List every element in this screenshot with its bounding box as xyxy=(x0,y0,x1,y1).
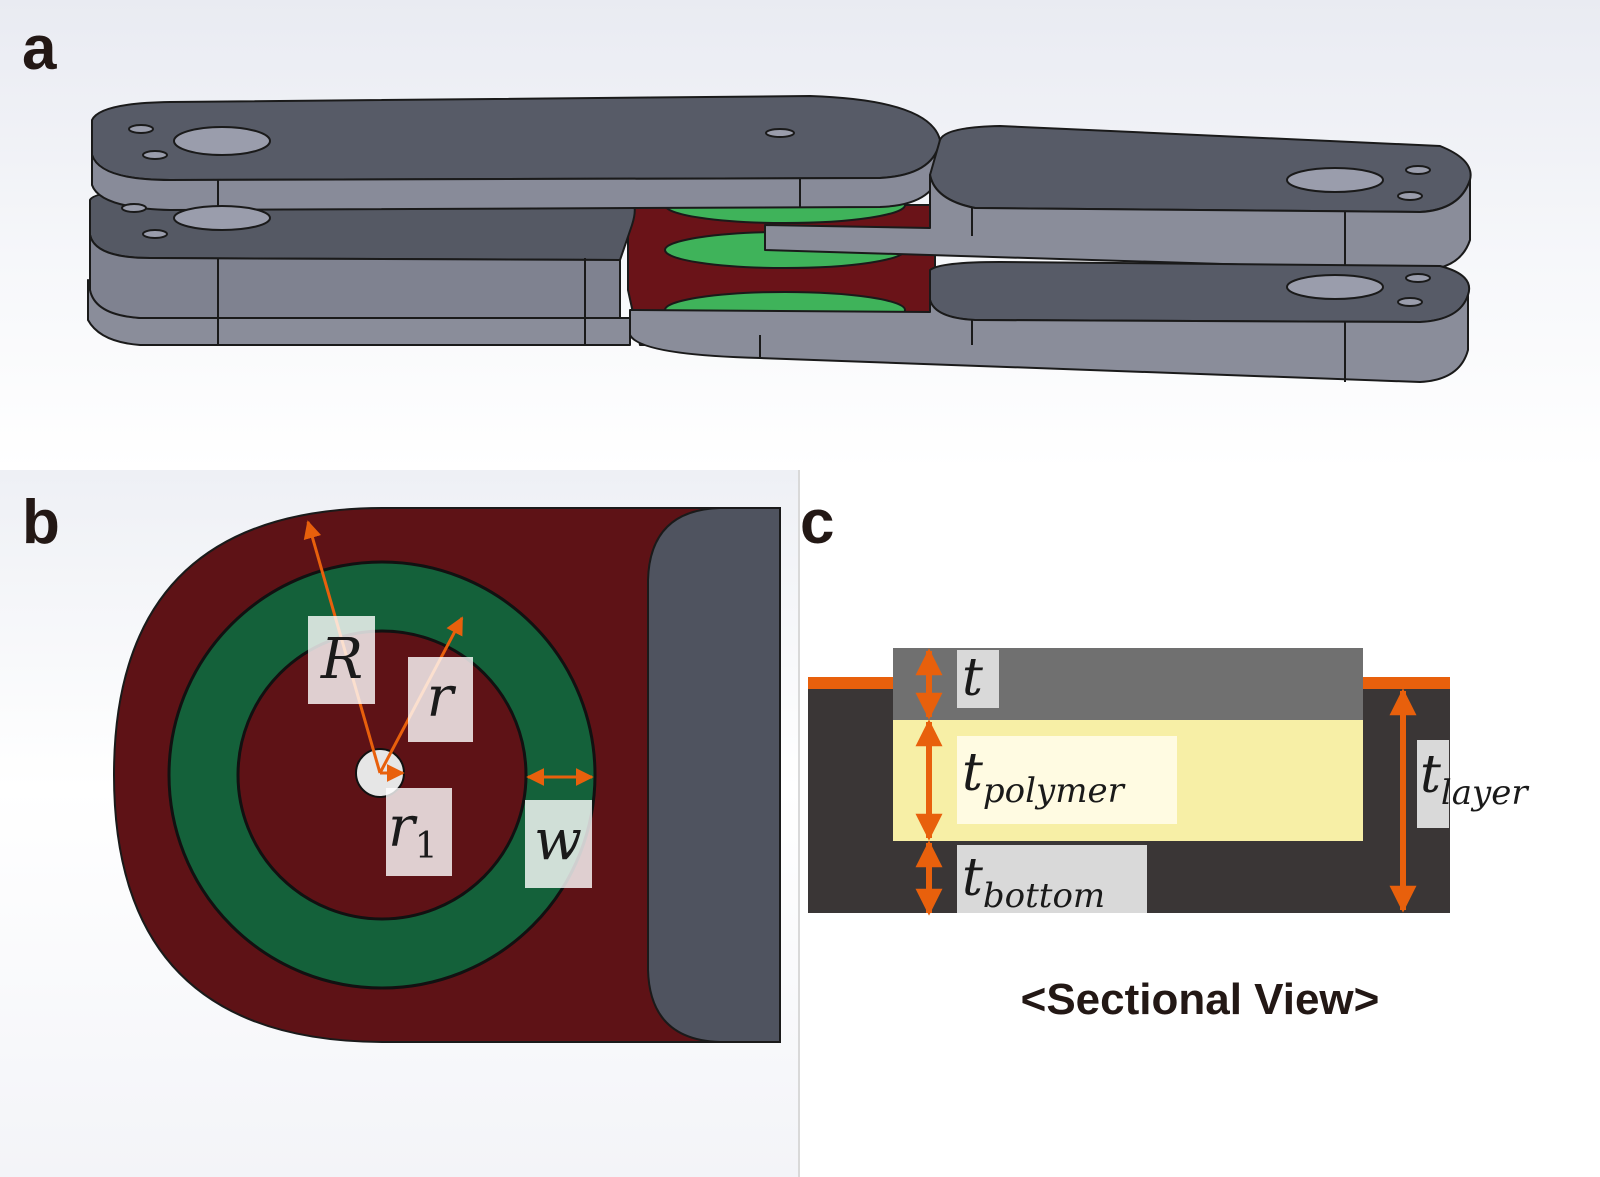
label-w: w xyxy=(534,808,582,873)
sectional-view-caption: <Sectional View> xyxy=(1020,975,1380,1024)
label-box-r xyxy=(408,657,473,742)
left-link-middle-side xyxy=(89,234,621,319)
right-link-lower-face xyxy=(929,261,1471,323)
label-t-layer-sub: layer xyxy=(1441,773,1529,813)
top-surface-line-right xyxy=(1362,677,1450,689)
right-low-large-hole xyxy=(1286,274,1384,300)
label-t-bottom: tbottom xyxy=(962,848,1105,916)
label-t: t xyxy=(962,648,983,708)
label-R: R xyxy=(320,627,363,692)
joint-top-view-diagram: R r r1 w xyxy=(112,507,781,1043)
left-top-large-hole xyxy=(173,126,271,156)
panel-c-sectional-view: c t tpolymer tbottom tlayer <Sectional V… xyxy=(800,470,1600,1177)
label-t-bottom-sub: bottom xyxy=(983,876,1105,916)
left-top-small-hole-1 xyxy=(128,124,154,134)
panel-b-top-view: b R r r1 w xyxy=(0,470,800,1177)
right-link-top-face xyxy=(929,125,1472,213)
label-box-R xyxy=(308,616,375,704)
label-r1: r1 xyxy=(388,795,438,867)
left-mid-small-hole-2 xyxy=(142,229,168,239)
right-low-small-hole-2 xyxy=(1397,297,1423,307)
hinge-3d-illustration xyxy=(87,95,1472,383)
left-mid-large-hole xyxy=(173,205,271,231)
label-box-t-bottom xyxy=(957,845,1147,913)
label-r1-base: r xyxy=(388,795,418,860)
left-top-small-hole-2 xyxy=(142,150,168,160)
label-t-polymer-base: t xyxy=(962,743,983,803)
label-box-t xyxy=(957,650,999,708)
sectional-view-diagram: t tpolymer tbottom tlayer xyxy=(808,648,1529,916)
right-low-small-hole-1 xyxy=(1405,273,1431,283)
right-top-large-hole xyxy=(1286,167,1384,193)
label-box-t-layer xyxy=(1417,740,1449,828)
left-mid-small-hole-1 xyxy=(121,203,147,213)
left-top-far-small-hole xyxy=(765,128,795,138)
panel-letter-b: b xyxy=(22,488,60,557)
label-box-r1 xyxy=(386,788,452,876)
adjacent-plate xyxy=(647,507,781,1043)
right-link-lower-side xyxy=(629,294,1469,383)
panel-letter-a: a xyxy=(22,14,57,83)
panel-a-3d-render: a xyxy=(0,0,1600,470)
label-box-w xyxy=(525,800,592,888)
label-box-t-polymer xyxy=(957,736,1177,824)
label-t-polymer: tpolymer xyxy=(962,743,1126,811)
label-t-polymer-sub: polymer xyxy=(983,771,1126,811)
top-surface-line-left xyxy=(808,677,895,689)
label-t-layer: tlayer xyxy=(1420,745,1529,813)
label-r1-sub: 1 xyxy=(415,826,438,867)
label-t-bottom-base: t xyxy=(962,848,983,908)
panel-divider xyxy=(798,470,800,1177)
right-top-small-hole-1 xyxy=(1405,165,1431,175)
right-top-small-hole-2 xyxy=(1397,191,1423,201)
label-r: r xyxy=(427,665,457,730)
label-t-layer-base: t xyxy=(1420,745,1441,805)
panel-letter-c: c xyxy=(800,488,835,557)
